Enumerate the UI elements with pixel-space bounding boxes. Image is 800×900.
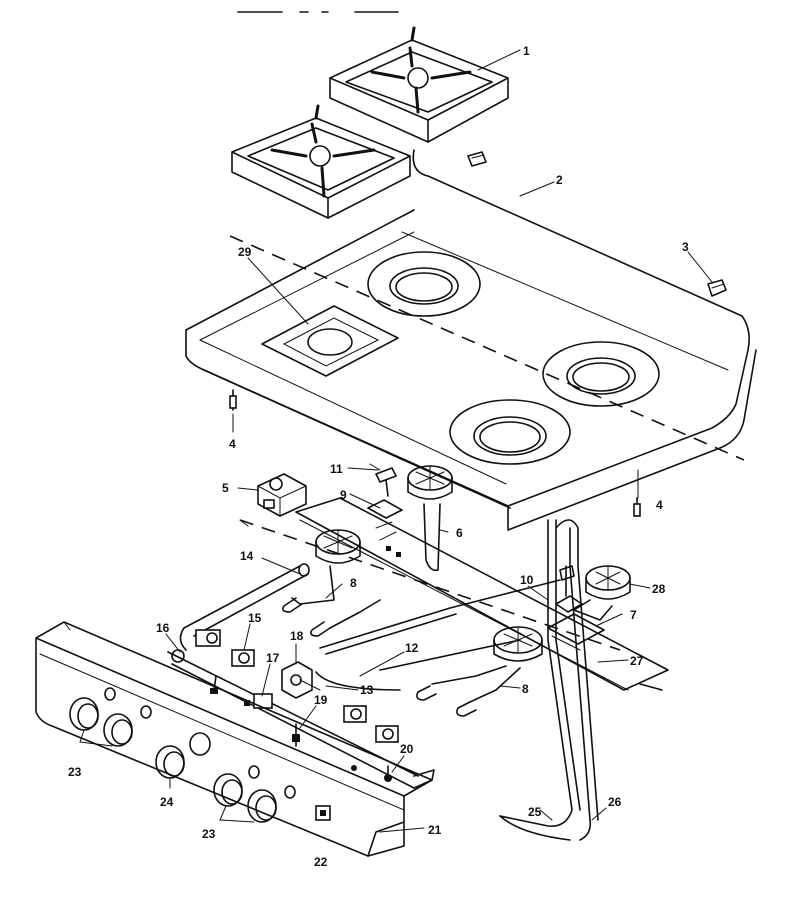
callout-12: 12	[405, 641, 419, 655]
callout-14: 14	[240, 549, 254, 563]
callout-3: 3	[682, 240, 689, 254]
callout-17: 17	[266, 651, 280, 665]
callout-9: 9	[340, 488, 347, 502]
control-knob-23-c	[213, 773, 243, 807]
gas-line-25	[499, 519, 581, 841]
manifold-pipe-14	[179, 563, 310, 651]
bracket-10	[555, 565, 583, 613]
callout-4-left: 4	[229, 437, 236, 451]
control-knob-23-d	[247, 789, 277, 823]
igniter-11	[369, 463, 397, 497]
callout-7: 7	[630, 608, 637, 622]
control-knob-23-b	[103, 713, 133, 747]
control-knob-24	[155, 745, 185, 779]
callout-5: 5	[222, 481, 229, 495]
grate-clip	[467, 151, 487, 167]
callout-1: 1	[523, 44, 530, 58]
callout-26: 26	[608, 795, 622, 809]
gas-line-26	[555, 519, 599, 841]
valve-right-1	[343, 705, 367, 723]
burner-head-right-28	[573, 565, 631, 621]
callout-8-upper: 8	[350, 576, 357, 590]
callout-21: 21	[428, 823, 442, 837]
screw-20	[351, 765, 392, 782]
simmer-plate-29	[261, 305, 399, 377]
panel-holes	[104, 687, 296, 799]
callout-15: 15	[248, 611, 262, 625]
callout-29: 29	[238, 245, 252, 259]
burner-head-rear	[407, 465, 453, 572]
callout-18: 18	[290, 629, 304, 643]
gas-valve-5	[257, 473, 307, 517]
burner-head-left	[291, 529, 361, 605]
control-knob-23-a	[69, 697, 99, 731]
valve-manifold-rail	[167, 651, 435, 789]
callout-13: 13	[360, 683, 374, 697]
callout-23-left: 23	[68, 765, 82, 779]
screw-19	[292, 723, 300, 747]
tube-12	[319, 579, 561, 671]
callout-22: 22	[314, 855, 328, 869]
burner-opening-rear	[367, 251, 481, 317]
callout-4-right: 4	[656, 498, 663, 512]
callout-8-lower: 8	[522, 682, 529, 696]
bracket-7	[547, 613, 605, 651]
callout-20: 20	[400, 742, 414, 756]
callout-28: 28	[652, 582, 666, 596]
orifice-tube-8-lower	[416, 685, 477, 717]
burner-head-front	[431, 626, 543, 703]
burner-grate-front	[231, 104, 411, 219]
valve-15	[210, 649, 255, 694]
burner-grate-rear	[329, 26, 509, 143]
valve-right-2	[375, 725, 399, 743]
clip-3	[707, 279, 727, 297]
leader-lines	[79, 49, 713, 833]
burner-opening-front	[449, 399, 571, 465]
callout-27: 27	[630, 654, 644, 668]
control-panel-21	[35, 621, 433, 857]
screw-4-right	[633, 497, 641, 517]
callout-6: 6	[456, 526, 463, 540]
tube-13	[299, 671, 401, 691]
callout-11: 11	[330, 462, 343, 476]
cooktop-panel	[185, 149, 757, 531]
callout-19: 19	[314, 693, 328, 707]
callout-labels: 1 2 3 29 4 4 5 11 9 6 14 8 10 28 7 16 15…	[68, 44, 689, 869]
valve-18	[281, 661, 313, 699]
orifice-tube-8-upper	[282, 597, 381, 637]
bracket-9	[367, 499, 403, 557]
callout-23-right: 23	[202, 827, 216, 841]
callout-25: 25	[528, 805, 542, 819]
callout-10: 10	[520, 573, 534, 587]
switch-22	[315, 805, 331, 821]
screw-4-left	[229, 389, 237, 411]
burner-opening-right	[542, 341, 660, 407]
callout-2: 2	[556, 173, 563, 187]
callout-16: 16	[156, 621, 170, 635]
callout-24: 24	[160, 795, 174, 809]
